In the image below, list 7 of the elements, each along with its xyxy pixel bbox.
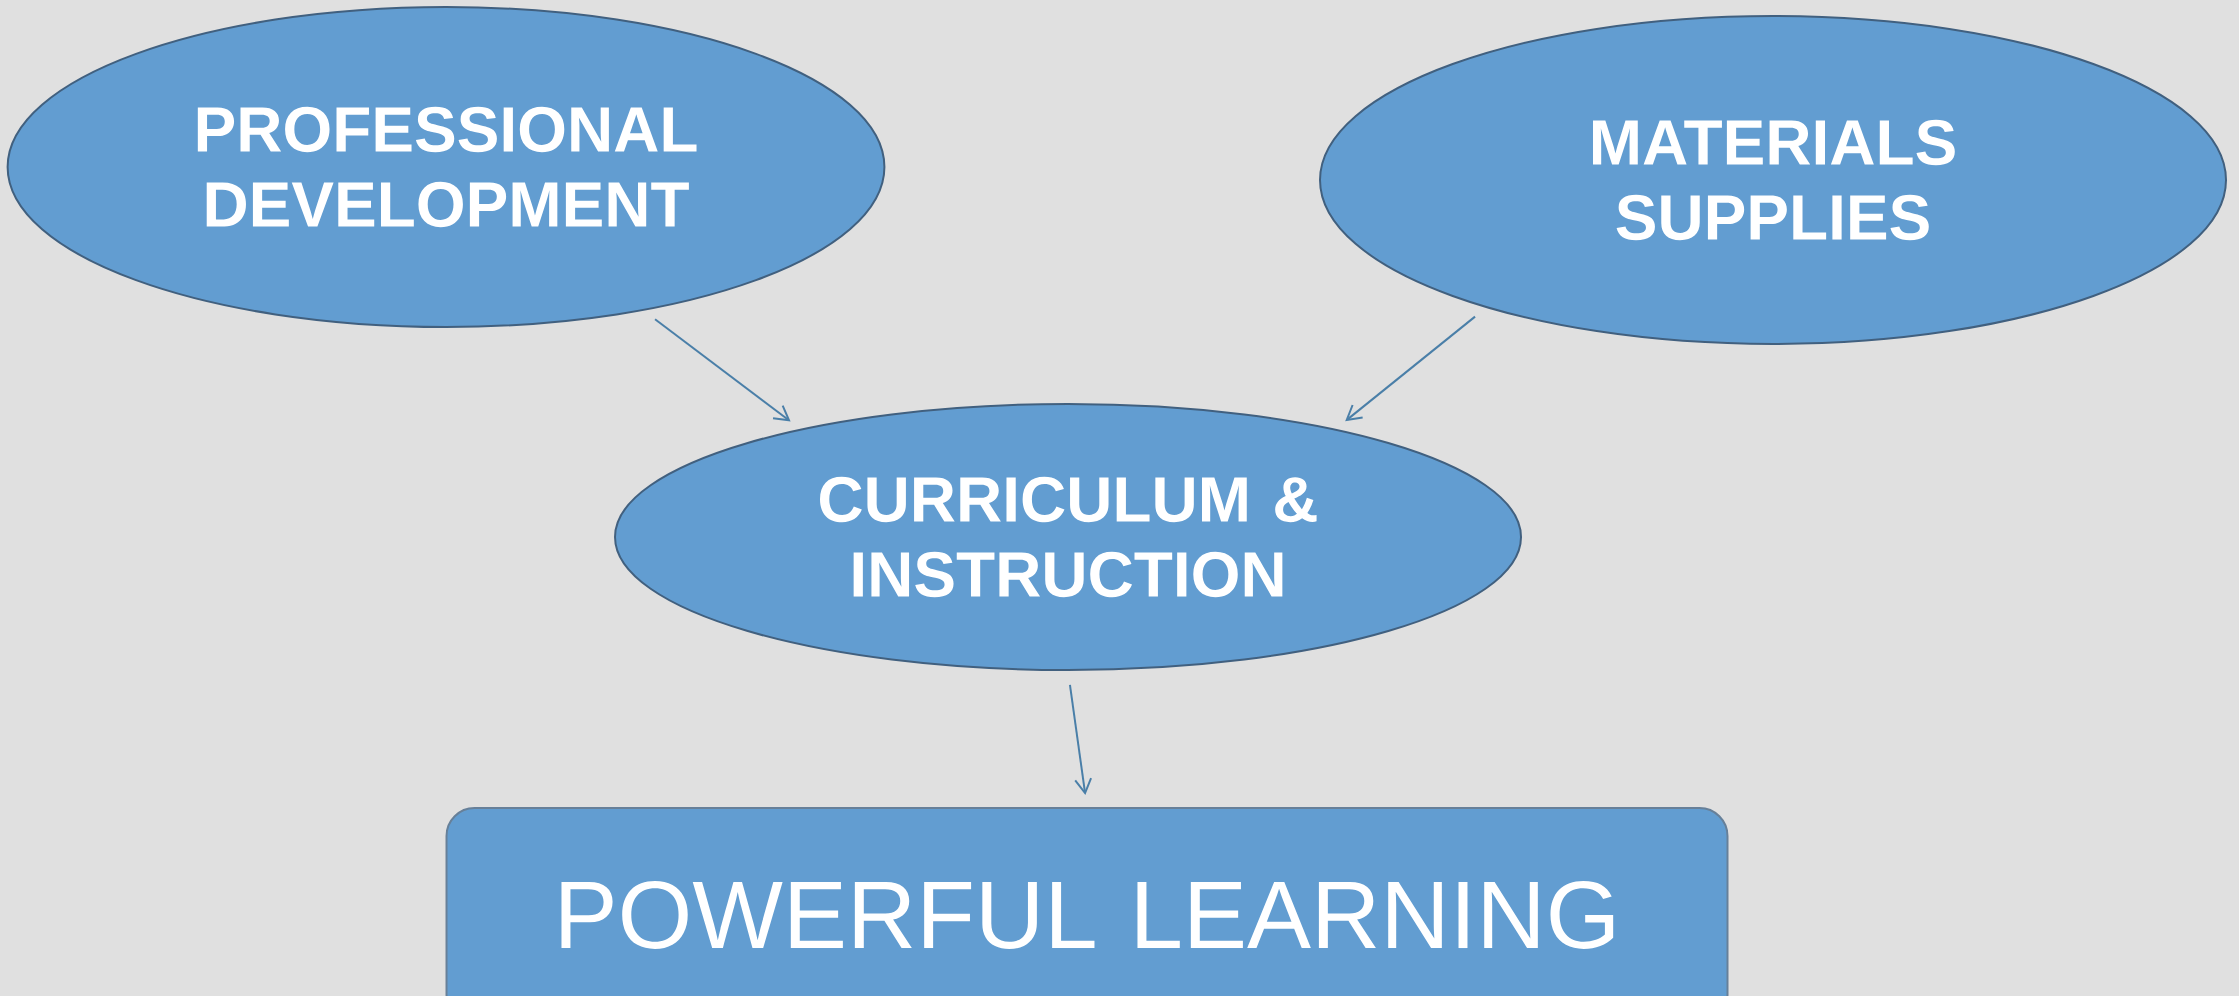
arrow xyxy=(1345,315,1477,422)
arrow xyxy=(654,318,791,422)
result-box: POWERFUL LEARNING xyxy=(445,807,1729,996)
ellipse-node: PROFESSIONAL DEVELOPMENT xyxy=(6,6,886,328)
arrow xyxy=(1068,683,1093,796)
ellipse-node: CURRICULUM & INSTRUCTION xyxy=(614,403,1522,671)
ellipse-node: MATERIALS SUPPLIES xyxy=(1319,15,2227,345)
